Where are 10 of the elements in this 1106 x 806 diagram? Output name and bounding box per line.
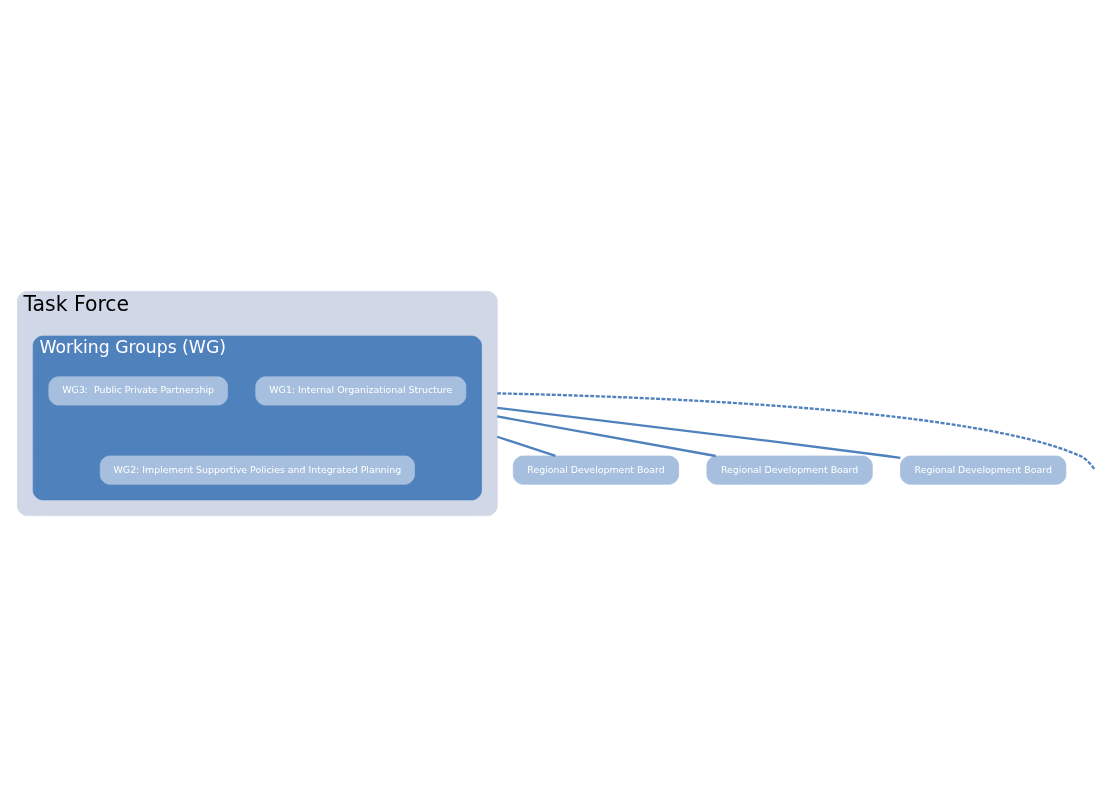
connector xyxy=(496,435,556,457)
connector xyxy=(497,414,716,457)
node-box: Regional Development Board xyxy=(900,455,1067,485)
node-box: WG2: Implement Supportive Policies and Integrated Planning xyxy=(99,455,415,485)
node-box: Regional Development Board xyxy=(512,455,680,485)
node-box: WG3: Public Private Partnership xyxy=(48,375,228,405)
node-box: WG1: Internal Organizational Structure xyxy=(255,375,467,405)
connector xyxy=(497,391,1096,470)
node-box: Regional Development Board xyxy=(706,455,873,485)
connector xyxy=(497,406,901,459)
